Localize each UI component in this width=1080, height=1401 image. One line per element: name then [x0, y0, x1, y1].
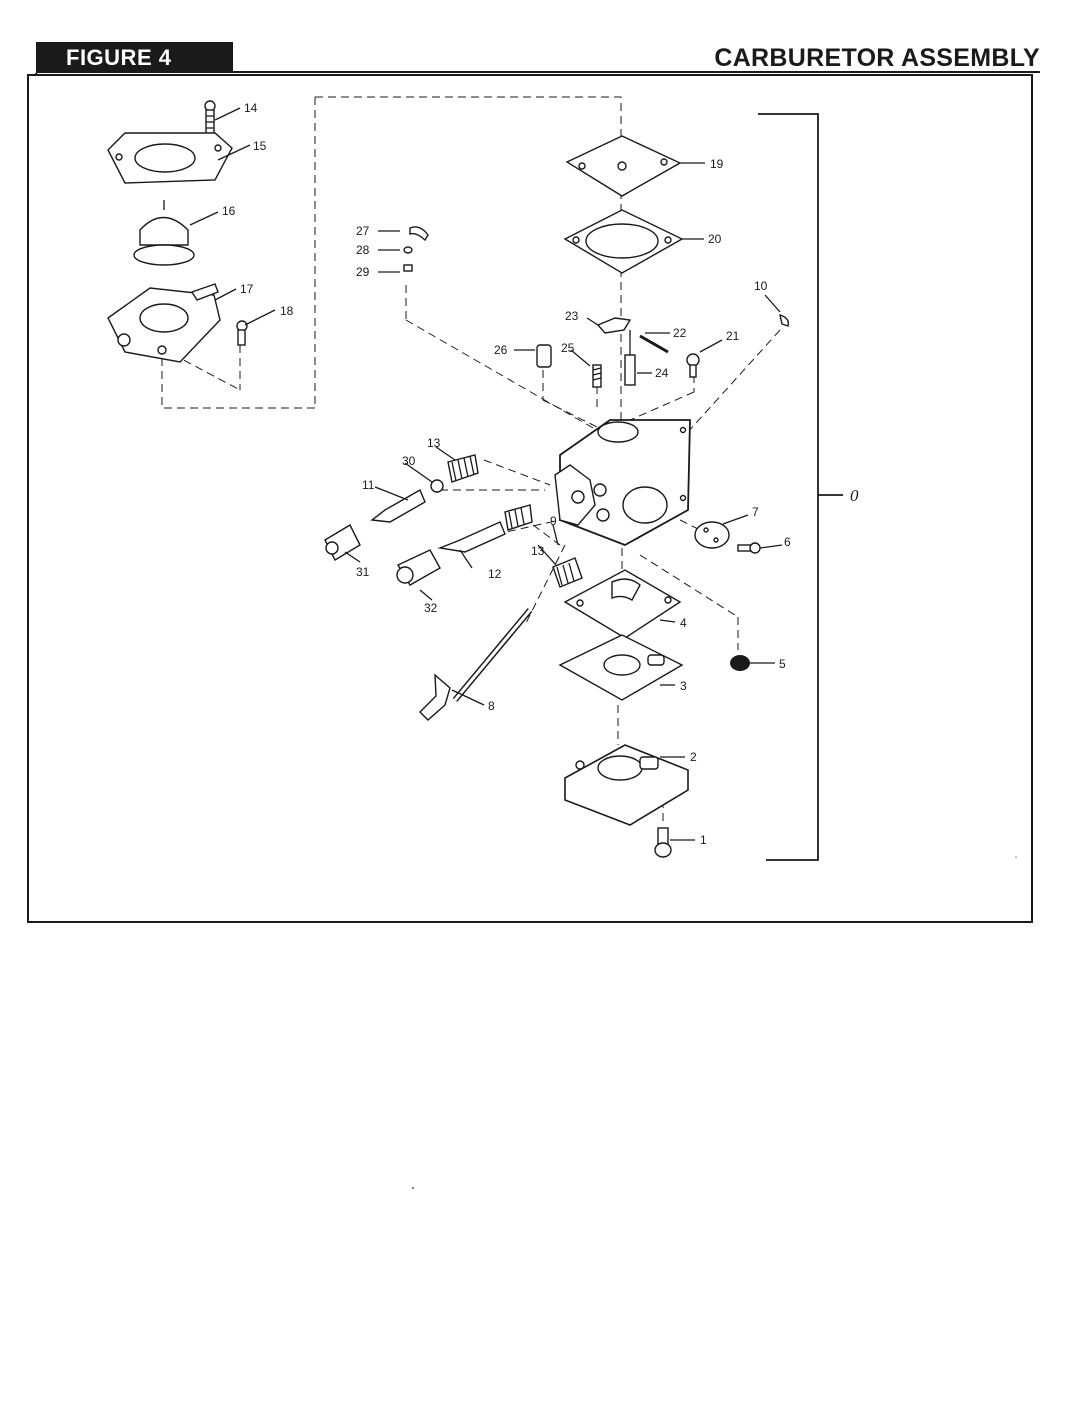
callout-12: 12 — [488, 567, 502, 581]
figure-label: FIGURE 4 — [36, 42, 233, 73]
assembly-label: 0 — [850, 486, 859, 505]
callout-13a: 13 — [427, 436, 441, 450]
callout-7: 7 — [752, 505, 759, 519]
cover-screw — [654, 827, 672, 858]
pump-body-cover — [564, 744, 689, 826]
callout-30: 30 — [402, 454, 416, 468]
carburetor-body — [554, 419, 691, 546]
callout-13b: 13 — [531, 544, 545, 558]
callout-4: 4 — [680, 616, 687, 630]
callout-31: 31 — [356, 565, 370, 579]
callout-11: 11 — [362, 478, 375, 492]
callout-20: 20 — [708, 232, 722, 246]
pump-gasket — [558, 634, 684, 701]
inlet-screen — [730, 655, 750, 671]
page-title: CARBURETOR ASSEMBLY — [714, 44, 1040, 72]
callout-16: 16 — [222, 204, 236, 218]
leader-lines — [189, 107, 783, 841]
primer-bulb-retainer — [107, 132, 233, 184]
callout-3: 3 — [680, 679, 687, 693]
callout-6: 6 — [784, 535, 791, 549]
pump-diaphragm — [563, 569, 682, 639]
callout-27: 27 — [356, 224, 370, 238]
primer-bulb — [133, 200, 195, 266]
callout-32: 32 — [424, 601, 438, 615]
callout-9: 9 — [550, 514, 557, 528]
adjusting-screws-group — [324, 454, 583, 588]
callout-10: 10 — [754, 279, 768, 293]
callout-8: 8 — [488, 699, 495, 713]
callout-18: 18 — [280, 304, 294, 318]
throttle-plate — [694, 521, 761, 554]
needle-valve-parts — [403, 226, 790, 388]
callout-28: 28 — [356, 243, 370, 257]
diagram-frame — [27, 71, 1040, 923]
callout-2: 2 — [690, 750, 697, 764]
callout-1: 1 — [700, 833, 707, 847]
pump-cover — [107, 283, 221, 363]
scan-specks — [412, 856, 1017, 1189]
callout-25: 25 — [561, 341, 575, 355]
callout-14: 14 — [244, 101, 258, 115]
pump-cover-screw — [204, 100, 216, 135]
callout-29: 29 — [356, 265, 370, 279]
callout-24: 24 — [655, 366, 669, 380]
callout-17: 17 — [240, 282, 254, 296]
callout-22: 22 — [673, 326, 687, 340]
callout-15: 15 — [253, 139, 267, 153]
throttle-shaft — [419, 608, 533, 721]
callout-26: 26 — [494, 343, 508, 357]
callout-21: 21 — [726, 329, 740, 343]
callout-23: 23 — [565, 309, 579, 323]
assembly-bracket — [758, 113, 843, 861]
pump-cover-screw-small — [236, 320, 248, 346]
callout-labels: 14 15 16 17 18 19 20 27 28 29 10 23 22 2… — [222, 101, 859, 847]
callout-19: 19 — [710, 157, 724, 171]
callout-5: 5 — [779, 657, 786, 671]
metering-gasket — [563, 209, 684, 274]
metering-diaphragm — [565, 135, 682, 197]
